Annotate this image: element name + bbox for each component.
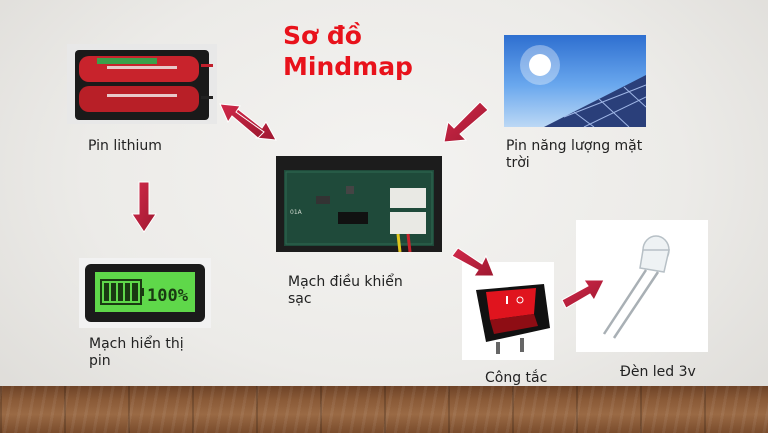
solar-panel-image <box>504 35 646 127</box>
battery-display-label: Mạch hiển thị pin <box>89 336 184 369</box>
rocker-switch-image <box>462 262 554 360</box>
diagram-title: Sơ đồ Mindmap <box>283 20 483 82</box>
arrow-solar-controller <box>443 101 489 143</box>
led-label: Đèn led 3v <box>620 364 696 380</box>
display-readout: 100% <box>147 286 189 306</box>
charge-controller-label: Mạch điều khiển sạc <box>288 274 403 307</box>
title-line-2: Mindmap <box>283 52 413 81</box>
solar-panel-label: Pin năng lượng mặt trời <box>506 138 643 171</box>
wooden-floor <box>0 386 768 433</box>
title-line-1: Sơ đồ <box>283 21 362 50</box>
arrow-battery-controller <box>219 103 277 141</box>
charge-controller-image: 01A <box>276 156 442 252</box>
arrow-controller-switch <box>451 247 495 277</box>
lithium-battery-label: Pin lithium <box>88 138 162 154</box>
switch-label: Công tắc <box>485 370 548 386</box>
svg-text:01A: 01A <box>290 209 303 216</box>
battery-display-image: 100% <box>79 258 211 328</box>
arrow-battery-display <box>131 181 157 233</box>
arrow-switch-led <box>561 279 605 309</box>
led-image <box>576 220 708 352</box>
lithium-battery-image <box>67 44 217 124</box>
